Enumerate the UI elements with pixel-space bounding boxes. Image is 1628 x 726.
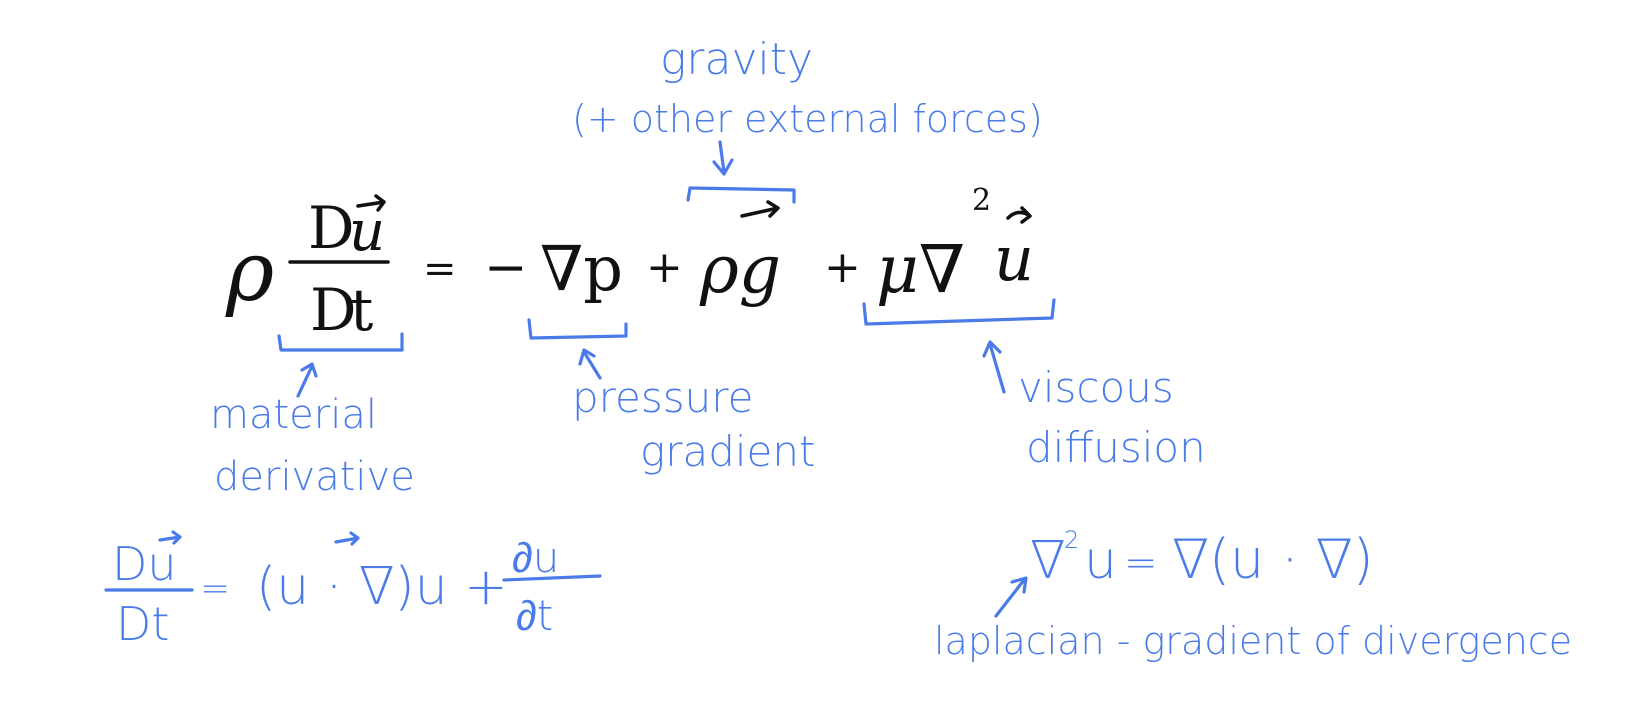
pressure-arrow [578, 348, 602, 380]
laplacian-squared: 2 [1064, 526, 1079, 554]
rho-symbol: ρ [225, 225, 274, 320]
viscous-arrow [982, 340, 1006, 394]
material-bracket [277, 332, 404, 352]
gradient-label: gradient [640, 427, 815, 476]
minus-sign: − [484, 238, 528, 298]
fraction-numerator-D: D [308, 194, 355, 262]
viscous-diffusion-annotation: viscous diffusion [862, 298, 1206, 472]
partial-denominator: ∂t [516, 591, 553, 640]
laplacian-u: u [1084, 531, 1117, 591]
plus-sign-2: + [824, 242, 861, 293]
laplacian-label: laplacian - gradient of divergence [934, 619, 1572, 663]
partial-fraction-bar [502, 574, 602, 582]
main-equation: ρ D u D t = − ∇p + ρg + μ∇ 2 u [225, 183, 1034, 344]
vector-arrow-u-top [356, 194, 386, 212]
partial-numerator: ∂u [512, 533, 559, 582]
fraction-denominator-t: t [350, 276, 373, 344]
pressure-bracket [527, 318, 628, 340]
pressure-label: pressure [572, 373, 753, 422]
material-arrow [296, 362, 318, 398]
pressure-gradient-annotation: pressure gradient [527, 318, 815, 476]
diffusion-label: diffusion [1026, 423, 1206, 472]
plus-sign-1: + [646, 242, 683, 293]
derivative-label: derivative [214, 454, 415, 500]
material-label: material [210, 392, 377, 438]
material-derivative-annotation: material derivative [210, 332, 415, 500]
squared-exponent: 2 [972, 183, 991, 218]
vector-arrow-expansion-nabla [334, 531, 360, 546]
laplacian-rhs: ∇(u · ∇) [1172, 528, 1374, 591]
expansion-denominator: Dt [116, 597, 169, 651]
gravity-annotation: gravity (+ other external forces) [572, 34, 1043, 204]
fraction-denominator-D: D [310, 276, 357, 344]
expansion-middle: (u · ∇)u + [256, 557, 508, 617]
u-vector: u [994, 222, 1034, 295]
mu-nabla: μ∇ [876, 231, 965, 308]
laplacian-equation: ∇ 2 u = ∇(u · ∇) laplacian - gradient of… [934, 526, 1572, 663]
vector-arrow-u-viscous [1006, 206, 1032, 224]
expansion-equals: = [200, 568, 230, 609]
laplacian-arrow [994, 576, 1028, 618]
gravity-label: gravity [660, 34, 813, 85]
laplacian-equals: = [1124, 540, 1158, 586]
gravity-bracket [686, 186, 796, 204]
vector-arrow-g [740, 200, 780, 218]
laplacian-nabla: ∇ [1030, 531, 1066, 591]
nabla-p: ∇p [540, 232, 623, 305]
gravity-arrow [712, 140, 734, 176]
vector-arrow-expansion-u [158, 530, 182, 545]
equals-sign: = [423, 246, 457, 292]
rho-g: ρg [699, 231, 781, 308]
material-derivative-expansion: Du Dt = (u · ∇)u + ∂u ∂t [104, 530, 602, 651]
external-forces-label: (+ other external forces) [572, 97, 1043, 141]
expansion-numerator: Du [112, 537, 177, 591]
viscous-label: viscous [1018, 363, 1174, 412]
viscous-bracket [862, 298, 1056, 326]
